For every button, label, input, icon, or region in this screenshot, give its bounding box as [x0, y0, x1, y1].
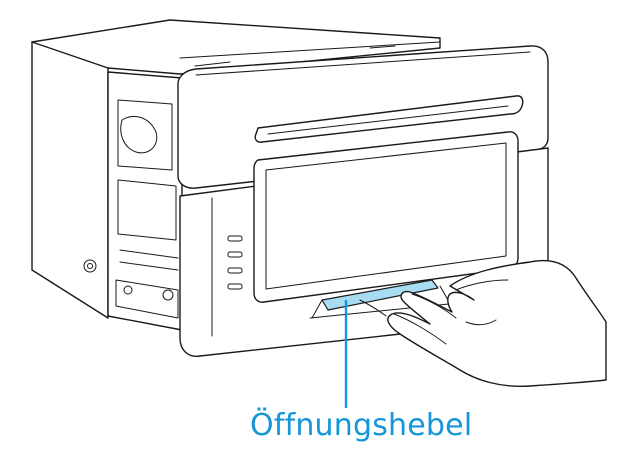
indicator-lamp [227, 283, 243, 290]
printer-front-lower [179, 131, 549, 357]
paper-output-slot [254, 95, 524, 143]
indicator-lamp [227, 267, 243, 274]
printer-side-mechanism [107, 71, 183, 331]
indicator-lamp [227, 251, 243, 258]
hand [359, 259, 607, 388]
opening-lever [311, 279, 449, 319]
callout-label: Öffnungshebel [250, 408, 473, 443]
indicator-lamp [227, 235, 243, 242]
